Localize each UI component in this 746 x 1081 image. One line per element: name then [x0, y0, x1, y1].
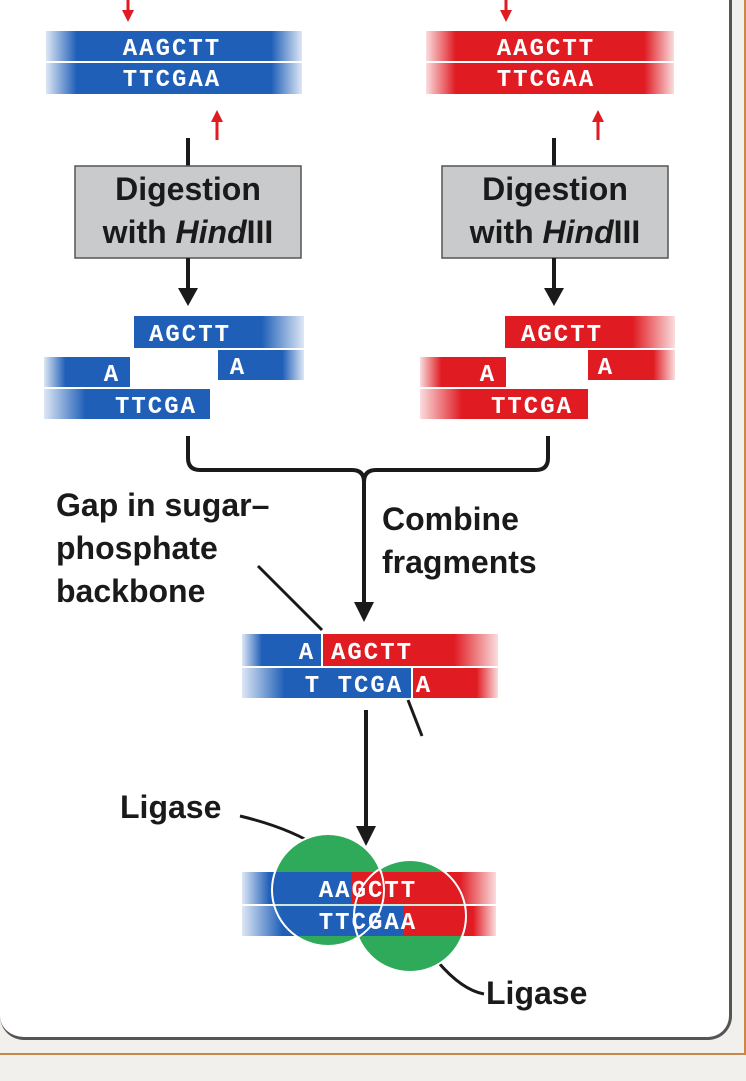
right-top-strand: AAGCTT	[497, 36, 595, 63]
ligated-top-strand: AAGCTT	[319, 878, 417, 905]
combined-bottom-right: A	[416, 673, 432, 700]
ligase-pointer-bottom	[436, 961, 485, 996]
ligase-label-bottom: Ligase	[486, 975, 587, 1011]
cut-arrowhead-bottom-right	[592, 110, 604, 122]
right-dna-duplex: AAGCTT TTCGAA	[426, 31, 674, 94]
right-digestion-enzyme-suffix: III	[614, 214, 641, 250]
ligation-arrowhead	[356, 826, 376, 846]
combined-bottom-blue	[242, 668, 412, 698]
gap-label-line1: Gap in sugar–	[56, 487, 269, 523]
ligated-bottom-red	[404, 906, 496, 936]
left-top-strand: AAGCTT	[123, 36, 221, 63]
left-frag-upper	[134, 316, 304, 348]
right-digestion-enzyme-italic: Hind	[543, 214, 616, 250]
left-digestion-line1: Digestion	[115, 171, 261, 207]
combined-top-right: AGCTT	[331, 640, 413, 667]
right-digestion-prefix: with	[469, 214, 543, 250]
ligated-bottom-blue	[242, 906, 404, 936]
ligase-label-top: Ligase	[120, 789, 221, 825]
ligated-molecule: AAGCTT TTCGAA	[242, 833, 496, 973]
right-arrowhead-to-fragments	[544, 288, 564, 306]
combine-label: Combine fragments	[382, 501, 537, 580]
left-frag-a-right: A	[230, 355, 246, 382]
combined-bottom-red	[412, 668, 498, 698]
left-digestion-enzyme-suffix: III	[247, 214, 274, 250]
left-digestion-box-bg	[74, 165, 302, 259]
right-frag-lower-upper	[420, 357, 506, 387]
left-frag-upper-lower	[218, 350, 304, 380]
left-frag-lower	[44, 389, 210, 419]
left-digestion-enzyme-italic: Hind	[176, 214, 249, 250]
ligase-outline-right	[353, 859, 467, 973]
right-frag-overhang: AGCTT	[521, 322, 603, 349]
combine-label-line2: fragments	[382, 544, 537, 580]
right-frag-a-left: A	[480, 362, 496, 389]
right-frag-upper	[505, 316, 675, 348]
left-arrowhead-to-fragments	[178, 288, 198, 306]
ligated-top-red	[352, 872, 496, 904]
right-digestion-box-bg	[441, 165, 669, 259]
right-frag-lower	[420, 389, 588, 419]
gap-label-line2: phosphate	[56, 530, 218, 566]
gap-pointer-line-2	[406, 699, 424, 737]
left-digestion-prefix: with	[102, 214, 176, 250]
ligated-top-blue	[242, 872, 352, 904]
right-digestion-box: Digestion with HindIII	[441, 165, 669, 259]
ligated-bottom-strand: TTCGAA	[319, 910, 417, 937]
gap-label-line3: backbone	[56, 573, 205, 609]
combine-arrowhead	[354, 602, 374, 622]
left-frag-bottom: TTCGA	[115, 394, 197, 421]
left-frag-overhang: AGCTT	[149, 322, 231, 349]
left-frag-a-left: A	[104, 362, 120, 389]
combine-label-line1: Combine	[382, 501, 519, 537]
cut-arrowhead-top-left	[122, 10, 134, 22]
left-digestion-line2: with HindIII	[102, 214, 274, 250]
combined-top-blue	[242, 634, 322, 666]
right-digestion-line1: Digestion	[482, 171, 628, 207]
right-frag-upper-lower	[588, 350, 675, 380]
cut-arrowhead-bottom-left	[211, 110, 223, 122]
combined-top-red	[322, 634, 498, 666]
right-bottom-strand: TTCGAA	[497, 67, 595, 94]
combine-bracket	[186, 436, 550, 483]
left-digestion-box: Digestion with HindIII	[74, 165, 302, 259]
gap-pointer-line	[256, 564, 324, 632]
left-frag-lower-upper	[44, 357, 130, 387]
gap-label: Gap in sugar– phosphate backbone	[56, 487, 324, 632]
right-fragments: AGCTT A A TTCGA	[420, 316, 675, 421]
left-dna-duplex: AAGCTT TTCGAA	[46, 31, 302, 94]
combined-top-left: A	[299, 640, 315, 667]
combined-molecule: A AGCTT T TCGA A	[242, 634, 498, 700]
cut-arrowhead-top-right	[500, 10, 512, 22]
left-cut-arrows	[122, 0, 223, 140]
right-frag-a-right: A	[598, 355, 614, 382]
ligase-outline-left	[271, 833, 385, 947]
right-digestion-line2: with HindIII	[469, 214, 641, 250]
combined-bottom-left: T TCGA	[305, 673, 403, 700]
left-bottom-strand: TTCGAA	[123, 67, 221, 94]
right-cut-arrows	[500, 0, 604, 140]
left-fragments: AGCTT A A TTCGA	[44, 316, 304, 421]
right-frag-bottom: TTCGA	[491, 394, 573, 421]
